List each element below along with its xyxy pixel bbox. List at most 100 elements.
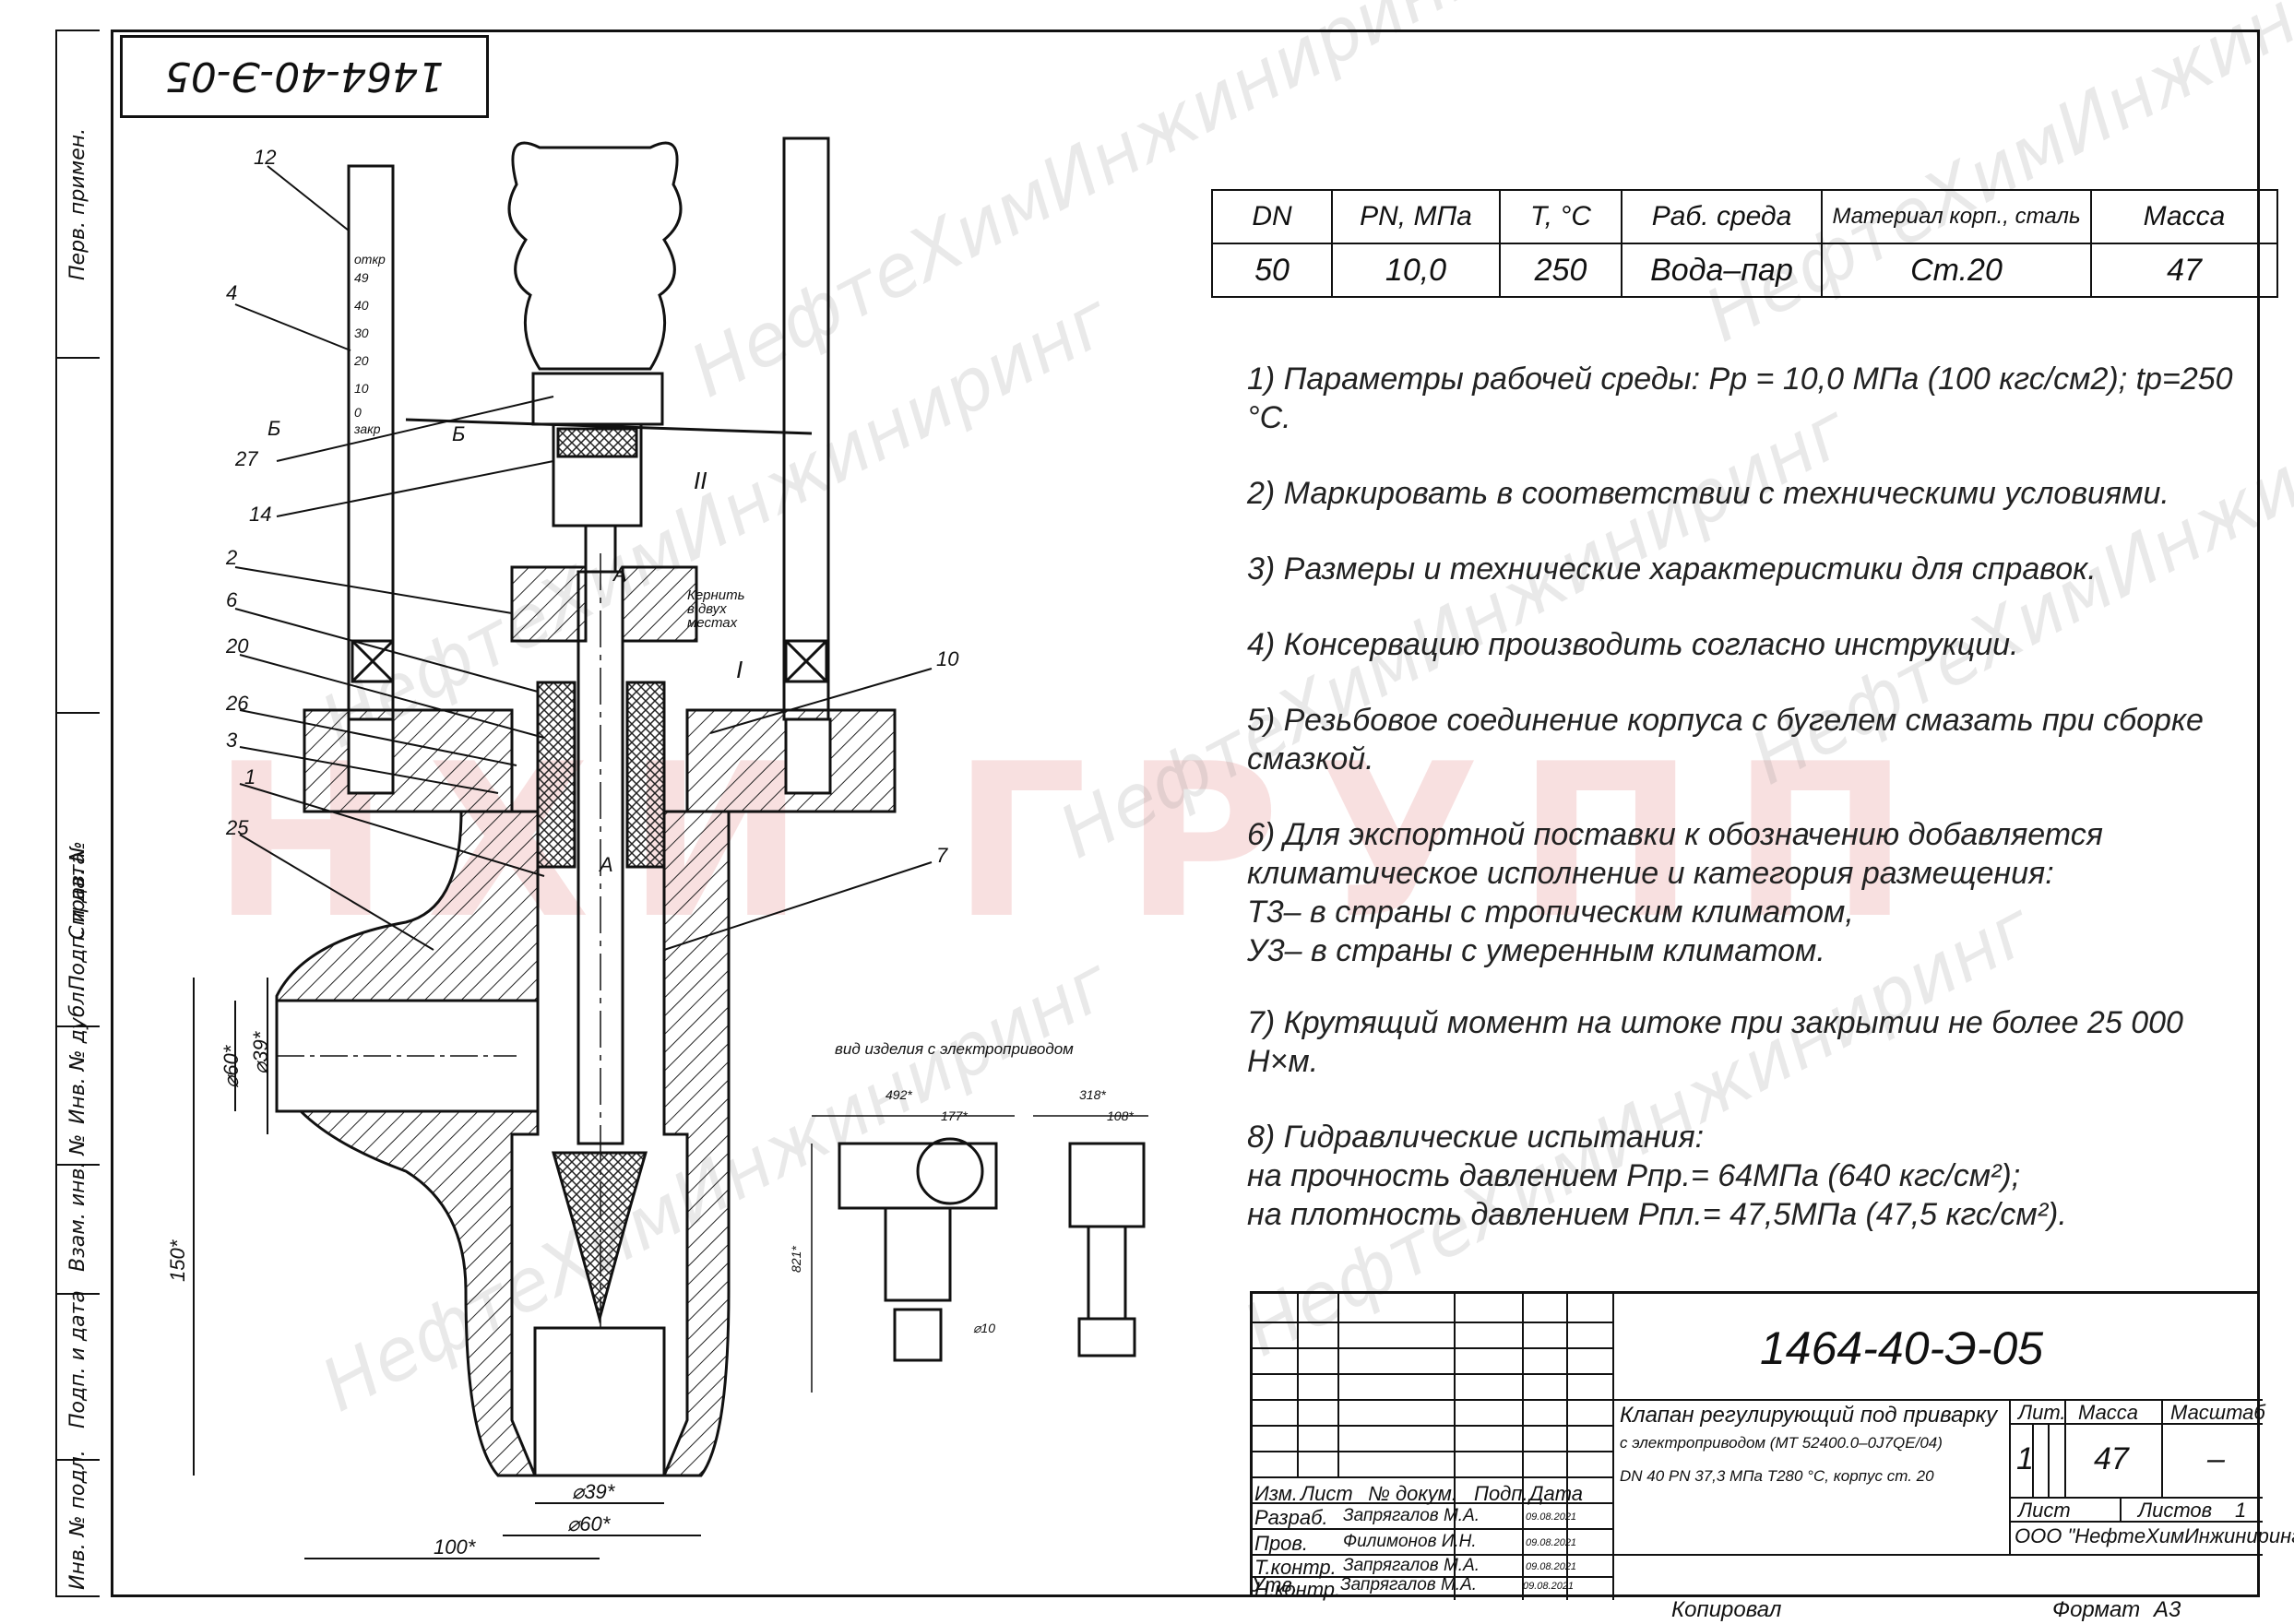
strip-cell — [57, 1027, 100, 1166]
outlet-bore — [533, 1326, 666, 1477]
format-value: А3 — [2154, 1597, 2181, 1622]
table-cell: 250 — [1499, 243, 1622, 298]
sign-date: 09.08.2021 — [1526, 1561, 1577, 1572]
product-name: DN 40 PN 37,3 МПа Т280 °С, корпус ст. 20 — [1620, 1467, 1934, 1485]
lit-value: 1 — [2016, 1441, 2034, 1476]
leader-label: 27 — [234, 447, 258, 470]
sign-role: Пров. — [1254, 1532, 1309, 1555]
sign-name: Запрягалов М.А. — [1340, 1575, 1478, 1594]
sign-name: Филимонов И.Н. — [1343, 1532, 1477, 1551]
packing-left — [536, 681, 576, 869]
inset-title: вид изделия с электроприводом — [835, 1040, 1074, 1058]
sign-date: 09.08.2021 — [1526, 1537, 1577, 1548]
title-block: 1464-40-Э-05 Изм. Лист № докум. Подп. Да… — [1250, 1291, 2294, 1601]
sign-name: Запрягалов М.А. — [1343, 1506, 1480, 1525]
scale-tick: 49 — [354, 270, 369, 285]
table-header-cell: Т, °С — [1499, 189, 1622, 244]
scale-tick: 40 — [354, 298, 369, 313]
strip-cell: Справ. № — [57, 359, 100, 940]
dim-label: 100* — [434, 1535, 477, 1559]
sign-role: Н.контр. — [1254, 1578, 1341, 1601]
inset-dim: ⌀10 — [973, 1321, 995, 1335]
leader-label: 26 — [225, 692, 249, 715]
leader-label: 14 — [249, 503, 271, 526]
leader-label: 4 — [226, 281, 237, 304]
inset-side-body — [1068, 1142, 1146, 1228]
sheets-value: 1 — [2235, 1499, 2247, 1522]
table-cell: Ст.20 — [1821, 243, 2092, 298]
nut-square-right — [784, 639, 828, 683]
bolt-right — [784, 717, 832, 795]
sign-date: 09.08.2021 — [1526, 1511, 1577, 1523]
note-item: 8) Гидравлические испытания: на прочност… — [1247, 1120, 2067, 1232]
leader-label: 1 — [244, 765, 256, 788]
strip-cell — [57, 1295, 100, 1461]
copied-label: Копировал — [1671, 1597, 1782, 1622]
company-name: ООО "НефтеХимИнжиниринг" — [2015, 1524, 2294, 1547]
section-mark: II — [694, 467, 707, 494]
table-header-cell: Масса — [2090, 189, 2278, 244]
title-code: 1464-40-Э-05 — [1760, 1322, 2044, 1374]
dim-label: ⌀60* — [220, 1044, 243, 1088]
note-item: 5) Резьбовое соединение корпуса с бугеле… — [1247, 703, 2204, 776]
strip-cell — [57, 1166, 100, 1295]
sign-role: Утв. — [1252, 1573, 1298, 1596]
parameters-table: DN PN, МПа Т, °С Раб. среда Материал кор… — [1211, 189, 2278, 298]
inset-dim: 108* — [1107, 1108, 1134, 1123]
scale-label: Масштаб — [2170, 1401, 2265, 1424]
table-header-row: DN PN, МПа Т, °С Раб. среда Материал кор… — [1211, 189, 2278, 244]
col-header: Подп. — [1474, 1482, 1528, 1505]
table-header-cell: PN, МПа — [1331, 189, 1501, 244]
inset-dim: 821* — [789, 1246, 803, 1273]
scale-value: – — [2207, 1441, 2225, 1476]
inset-handwheel — [916, 1137, 984, 1205]
table-header-cell: Материал корп., сталь — [1821, 189, 2092, 244]
product-name: с электроприводом (МТ 52400.0–0J7QE/04) — [1620, 1434, 1943, 1452]
section-mark: А — [598, 853, 613, 876]
scale-tick: 10 — [354, 381, 369, 396]
sign-name: Запрягалов М.А. — [1343, 1556, 1480, 1575]
gland-right — [621, 565, 698, 643]
product-name: Клапан регулирующий под приварку — [1620, 1403, 1998, 1428]
valve-body — [275, 810, 731, 1477]
sheet-label: Лист — [2018, 1499, 2071, 1522]
section-mark: I — [736, 656, 743, 683]
section-mark: Б — [267, 417, 280, 440]
section-mark: А — [612, 563, 627, 586]
leader-label: 3 — [226, 729, 238, 752]
section-mark: Б — [452, 422, 465, 445]
packing-right — [625, 681, 666, 869]
scale-tick: закр — [353, 421, 381, 436]
bellows-cover — [507, 141, 683, 371]
scale-tick: 20 — [353, 353, 369, 368]
inset-dim: 492* — [886, 1087, 912, 1102]
leader-label: 10 — [936, 647, 959, 670]
table-cell: 47 — [2090, 243, 2278, 298]
format-label: Формат — [2052, 1597, 2141, 1622]
dim-label: ⌀60* — [567, 1512, 612, 1535]
table-cell: 10,0 — [1331, 243, 1501, 298]
indicator-bar — [405, 418, 813, 435]
technical-notes: 1) Параметры рабочей среды: Рр = 10,0 МП… — [1247, 360, 2243, 1271]
col-header: № докум. — [1368, 1482, 1457, 1505]
sheets-label: Листов — [2138, 1499, 2213, 1522]
leader-label: 6 — [226, 588, 238, 611]
gland-left — [510, 565, 588, 643]
inset-dim: 177* — [941, 1108, 968, 1123]
inset-column — [884, 1206, 952, 1302]
stem-nut — [531, 372, 664, 426]
leader-label: 7 — [936, 844, 948, 867]
bolt-left — [347, 717, 395, 795]
scale-tick: 0 — [354, 405, 362, 420]
table-cell: 50 — [1211, 243, 1333, 298]
drawing-frame — [111, 30, 2260, 1597]
side-strip: Перв. примен. Справ. № Подп. и дата Инв.… — [55, 30, 100, 1597]
mass-label: Масса — [2078, 1401, 2139, 1424]
note-item: 4) Консервацию производить согласно инст… — [1247, 627, 2019, 662]
dim-label: ⌀39* — [249, 1030, 272, 1074]
nut-square-left — [351, 639, 395, 683]
leader-label: 2 — [225, 546, 237, 569]
note-item: 3) Размеры и технические характеристики … — [1247, 551, 2097, 587]
note-item: 2) Маркировать в соответствии с техничес… — [1247, 476, 2169, 511]
